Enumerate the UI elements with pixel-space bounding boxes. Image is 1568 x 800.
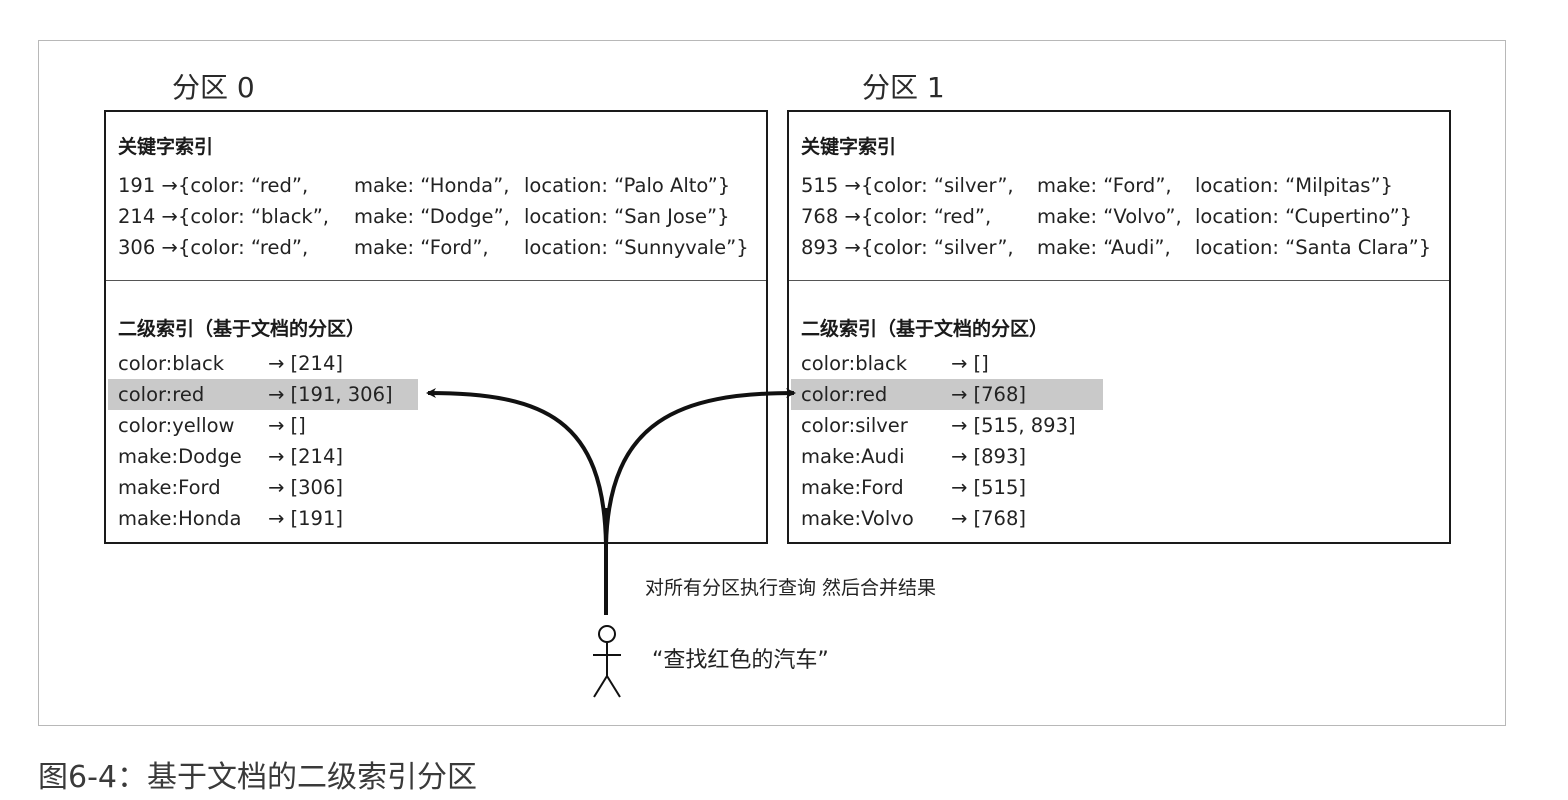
partition-0-box: 关键字索引 191 → {color: “red”, make: “Honda”… <box>104 110 768 544</box>
highlight-color-red <box>108 379 418 410</box>
figure-caption: 图6-4：基于文档的二级索引分区 <box>38 760 477 795</box>
partition-0-title: 分区 0 <box>172 71 255 104</box>
index-divider <box>106 280 766 281</box>
secondary-index-title: 二级索引（基于文档的分区） <box>801 318 1049 340</box>
partition-1-box: 关键字索引 515 → {color: “silver”, make: “For… <box>787 110 1451 544</box>
key-index-title: 关键字索引 <box>801 136 897 158</box>
user-query-quote: “查找红色的汽车” <box>652 648 829 673</box>
key-index-title: 关键字索引 <box>118 136 214 158</box>
secondary-index-title: 二级索引（基于文档的分区） <box>118 318 366 340</box>
person-icon <box>593 625 621 698</box>
arrow-to-partition-1 <box>604 388 796 546</box>
highlight-color-red <box>791 379 1103 410</box>
arrow-to-partition-0 <box>426 388 608 546</box>
index-divider <box>789 280 1449 281</box>
partition-1-title: 分区 1 <box>862 71 945 104</box>
query-action-label: 对所有分区执行查询 然后合并结果 <box>645 577 937 599</box>
